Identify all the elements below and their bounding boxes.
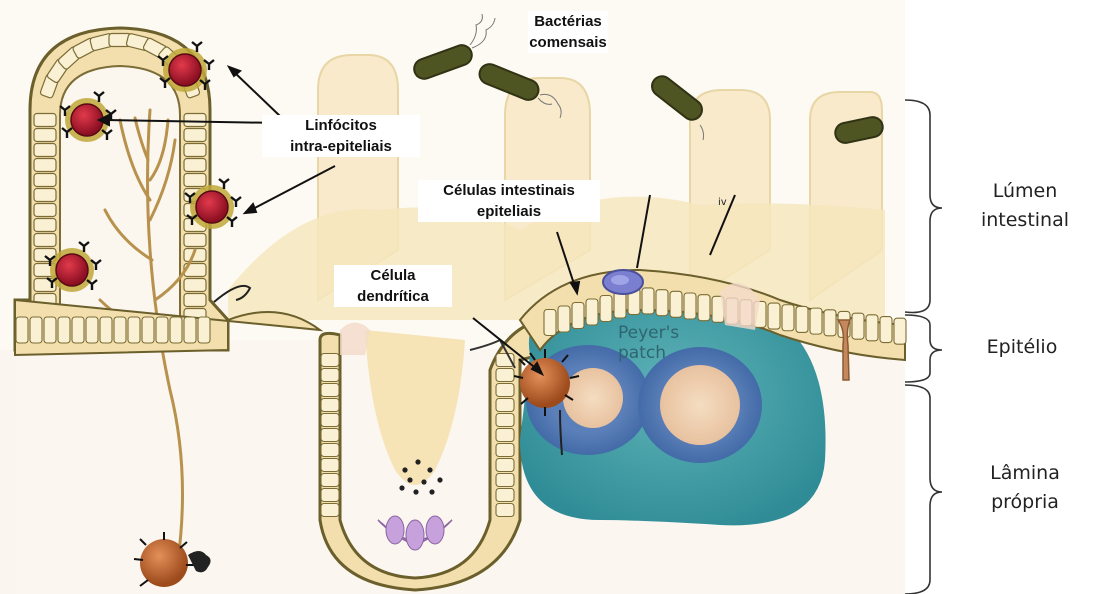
epithelial-cell bbox=[810, 308, 822, 334]
epithelial-cell bbox=[34, 189, 56, 202]
lymphocyte bbox=[56, 254, 88, 286]
epithelial-cell bbox=[558, 306, 570, 332]
epithelial-cell bbox=[684, 293, 696, 319]
epithelial-cell bbox=[852, 313, 864, 339]
label-epithelial-cells: Células intestinais epiteliais bbox=[418, 180, 600, 222]
epithelial-cell bbox=[824, 310, 836, 336]
epithelial-cell bbox=[170, 317, 182, 343]
epithelial-cell bbox=[184, 114, 206, 127]
epithelial-cell bbox=[321, 459, 339, 472]
epithelial-cell bbox=[184, 234, 206, 247]
epithelial-cell bbox=[782, 305, 794, 331]
epithelial-cell bbox=[880, 317, 892, 343]
epithelial-cell bbox=[768, 303, 780, 329]
epithelial-cell bbox=[866, 315, 878, 341]
label-intraepithelial-lymphocytes: Linfócitos intra-epiteliais bbox=[262, 115, 420, 157]
epithelial-cell bbox=[86, 317, 98, 343]
epithelial-cell bbox=[34, 144, 56, 157]
region-lamina-propria-label: Lâmina própria bbox=[963, 459, 1087, 517]
region-braces bbox=[905, 100, 942, 594]
germinal-center bbox=[660, 365, 740, 445]
epithelial-cell bbox=[670, 291, 682, 317]
epithelial-cell bbox=[142, 317, 154, 343]
epithelial-cell bbox=[198, 317, 210, 343]
epithelial-cell bbox=[30, 317, 42, 343]
epithelial-cell bbox=[34, 204, 56, 217]
label-peyers-patch: Peyer's patch bbox=[618, 323, 698, 363]
epithelial-cell bbox=[184, 144, 206, 157]
epithelial-cell bbox=[496, 504, 514, 517]
epithelial-cell bbox=[656, 290, 668, 316]
epithelial-cell bbox=[100, 317, 112, 343]
epithelial-cell bbox=[321, 354, 339, 367]
epithelial-cell bbox=[321, 474, 339, 487]
epithelial-cell bbox=[72, 317, 84, 343]
epithelial-cell bbox=[321, 489, 339, 502]
epithelial-cell bbox=[44, 317, 56, 343]
epithelial-cell bbox=[184, 159, 206, 172]
epithelial-cell bbox=[496, 369, 514, 382]
epithelial-cell bbox=[34, 114, 56, 127]
epithelial-cell bbox=[58, 317, 70, 343]
epithelial-cell bbox=[894, 318, 906, 344]
epithelial-cell bbox=[34, 159, 56, 172]
epithelial-cell bbox=[586, 299, 598, 325]
epithelial-cell bbox=[496, 444, 514, 457]
label-iv: iv bbox=[718, 193, 727, 213]
lymphocyte bbox=[196, 191, 228, 223]
epithelial-cell bbox=[321, 504, 339, 517]
epithelial-cell bbox=[796, 306, 808, 332]
epithelial-cell bbox=[496, 399, 514, 412]
epithelial-cell bbox=[321, 399, 339, 412]
epithelial-cell bbox=[496, 489, 514, 502]
epithelial-cell bbox=[496, 429, 514, 442]
epithelial-cell bbox=[156, 317, 168, 343]
label-dendritic-cell: Célula dendrítica bbox=[334, 265, 452, 307]
epithelial-cell bbox=[184, 174, 206, 187]
epithelial-cell bbox=[16, 317, 28, 343]
epithelial-cell bbox=[698, 295, 710, 321]
region-epithelium-label: Epitélio bbox=[960, 333, 1084, 362]
epithelial-cell bbox=[496, 384, 514, 397]
epithelial-cell bbox=[321, 369, 339, 382]
epithelial-cell bbox=[184, 279, 206, 292]
epithelial-cell bbox=[614, 292, 626, 318]
epithelial-cell bbox=[184, 294, 206, 307]
epithelial-cell bbox=[184, 129, 206, 142]
epithelial-cell bbox=[642, 288, 654, 314]
epithelial-cell bbox=[114, 317, 126, 343]
epithelial-cell bbox=[321, 414, 339, 427]
epithelial-cell bbox=[184, 317, 196, 343]
epithelial-cell bbox=[321, 444, 339, 457]
epithelial-cell bbox=[34, 174, 56, 187]
epithelial-cell bbox=[34, 234, 56, 247]
epithelial-cell bbox=[496, 414, 514, 427]
epithelial-cell bbox=[321, 384, 339, 397]
epithelial-cell bbox=[496, 474, 514, 487]
region-lumen-label: Lúmen intestinal bbox=[963, 177, 1087, 235]
epithelial-cell bbox=[321, 429, 339, 442]
epithelial-cell bbox=[34, 129, 56, 142]
epithelial-cell bbox=[496, 459, 514, 472]
label-bacteria: Bactérias comensais bbox=[528, 11, 608, 53]
epithelial-cell bbox=[544, 310, 556, 336]
epithelial-cell bbox=[600, 296, 612, 322]
epithelial-cell bbox=[128, 317, 140, 343]
epithelial-cell bbox=[34, 219, 56, 232]
epithelial-cell bbox=[572, 303, 584, 329]
lymphocyte bbox=[169, 54, 201, 86]
